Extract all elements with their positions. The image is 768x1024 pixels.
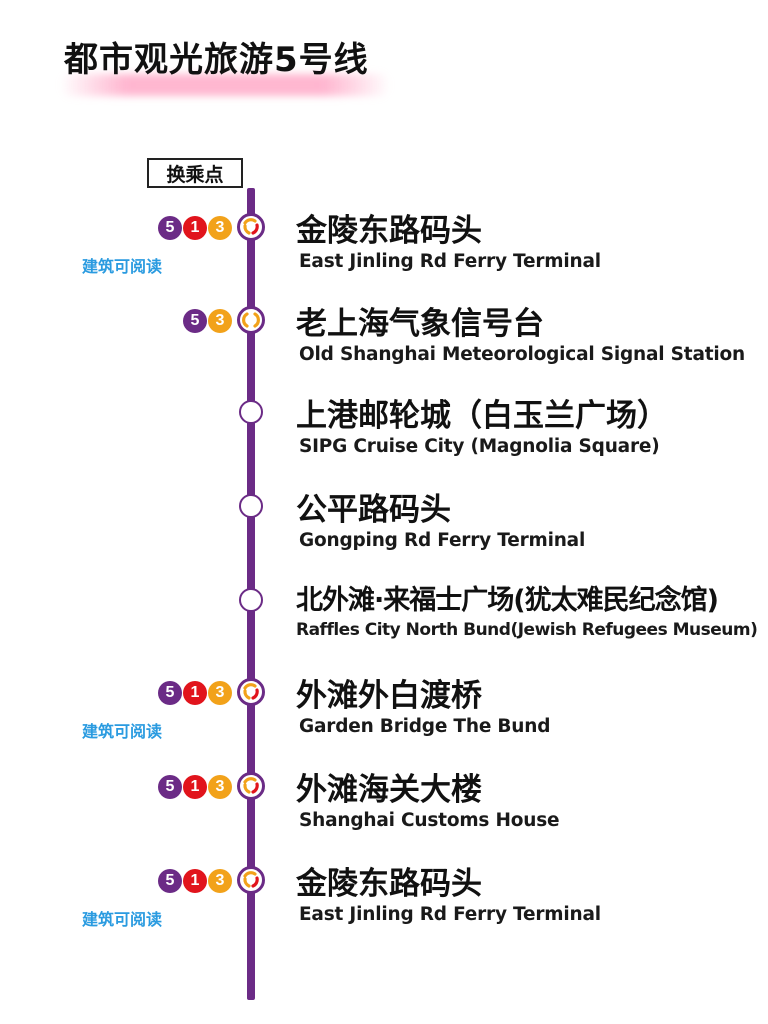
- transfer-hub-icon: [237, 678, 265, 706]
- station-row[interactable]: 上港邮轮城（白玉兰广场） SIPG Cruise City (Magnolia …: [0, 390, 768, 470]
- station-name-en: Shanghai Customs House: [299, 810, 560, 831]
- title-highlight: [60, 74, 390, 96]
- station-row[interactable]: 北外滩·来福士广场(犹太难民纪念馆) Raffles City North Bu…: [0, 578, 768, 658]
- transfer-arrows-icon: [243, 777, 259, 794]
- route-3-badge: 3: [208, 681, 232, 705]
- station-name-zh: 外滩海关大楼: [296, 772, 482, 808]
- route-5-badge: 5: [158, 775, 182, 799]
- station-dot-icon: [239, 400, 263, 424]
- station-dot-icon: [239, 494, 263, 518]
- transfer-arrows-icon: [243, 871, 259, 888]
- station-name-zh: 北外滩·来福士广场(犹太难民纪念馆): [296, 585, 719, 616]
- page-title: 都市观光旅游5号线: [64, 40, 369, 80]
- route-3-badge: 3: [208, 216, 232, 240]
- transfer-arrows-icon: [243, 218, 259, 235]
- route-3-badge: 3: [208, 869, 232, 893]
- route-5-badge: 5: [158, 216, 182, 240]
- station-row[interactable]: 公平路码头 Gongping Rd Ferry Terminal: [0, 484, 768, 564]
- route-1-badge: 1: [183, 681, 207, 705]
- station-name-zh: 老上海气象信号台: [296, 306, 544, 342]
- route-5-badge: 5: [158, 681, 182, 705]
- route-1-badge: 1: [183, 869, 207, 893]
- route-3-badge: 3: [208, 775, 232, 799]
- transfer-hub-icon: [237, 772, 265, 800]
- transfer-hub-icon: [237, 866, 265, 894]
- station-name-en: SIPG Cruise City (Magnolia Square): [299, 436, 660, 457]
- architecture-link[interactable]: 建筑可阅读: [82, 910, 163, 929]
- station-name-zh: 公平路码头: [296, 492, 451, 528]
- architecture-link[interactable]: 建筑可阅读: [82, 722, 163, 741]
- route-5-badge: 5: [183, 309, 207, 333]
- station-name-en: Gongping Rd Ferry Terminal: [299, 530, 586, 551]
- station-dot-icon: [239, 588, 263, 612]
- transfer-legend-label: 换乘点: [147, 158, 243, 188]
- station-name-zh: 金陵东路码头: [296, 866, 482, 902]
- station-name-zh: 上港邮轮城（白玉兰广场）: [296, 398, 668, 434]
- transfer-hub-icon: [237, 213, 265, 241]
- transfer-arrows-icon: [242, 312, 260, 328]
- station-name-en: Old Shanghai Meteorological Signal Stati…: [299, 344, 745, 365]
- station-name-zh: 金陵东路码头: [296, 213, 482, 249]
- route-1-badge: 1: [183, 216, 207, 240]
- station-name-zh: 外滩外白渡桥: [296, 678, 482, 714]
- architecture-link[interactable]: 建筑可阅读: [82, 257, 163, 276]
- route-1-badge: 1: [183, 775, 207, 799]
- route-3-badge: 3: [208, 309, 232, 333]
- transfer-hub-icon: [237, 306, 265, 334]
- transfer-arrows-icon: [243, 683, 259, 700]
- route-5-badge: 5: [158, 869, 182, 893]
- station-name-en: Raffles City North Bund(Jewish Refugees …: [296, 620, 758, 640]
- station-name-en: Garden Bridge The Bund: [299, 716, 551, 737]
- station-name-en: East Jinling Rd Ferry Terminal: [299, 251, 601, 272]
- title-area: 都市观光旅游5号线: [56, 30, 396, 100]
- station-name-en: East Jinling Rd Ferry Terminal: [299, 904, 601, 925]
